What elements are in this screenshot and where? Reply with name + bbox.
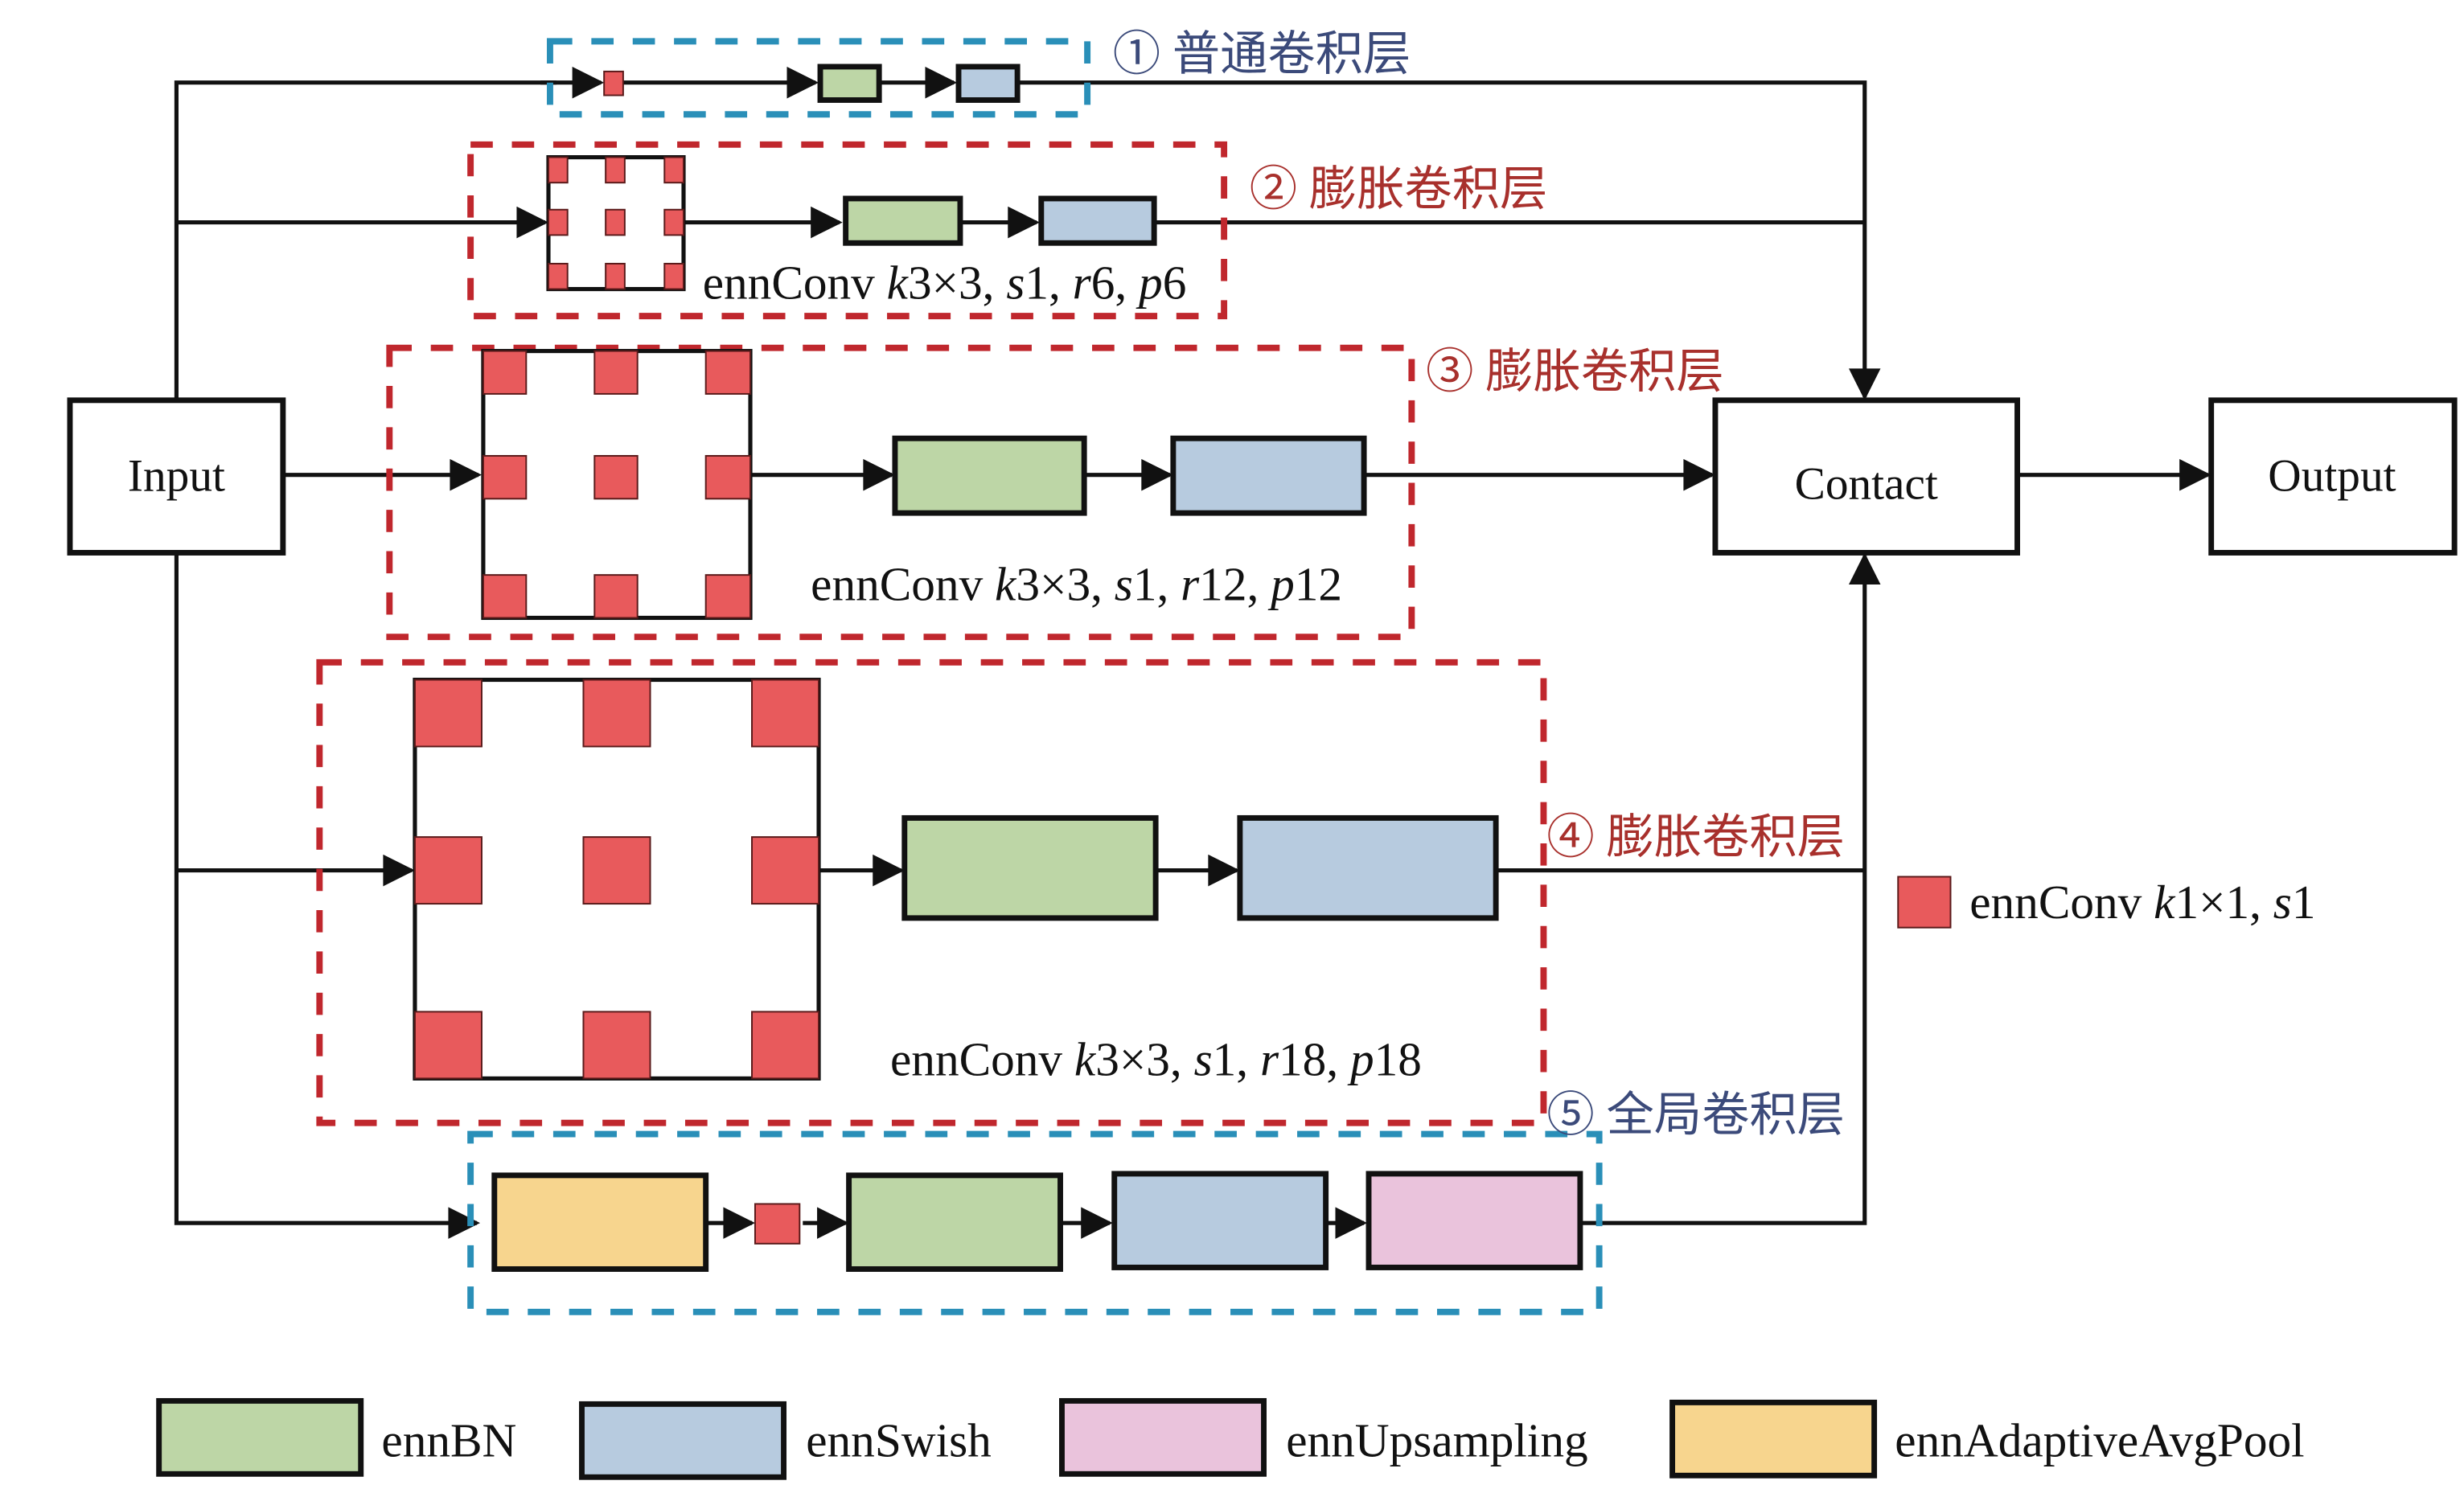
legend-swish-swatch [579,1401,787,1480]
legend-item-avgpool: ennAdaptiveAvgPool [1669,1399,2305,1479]
s5-swish-block [1111,1171,1329,1270]
s3-bn-block [892,435,1087,516]
contact-node: Contact [1712,397,2020,556]
s4-dilated-kernel [413,677,821,1081]
legend-item-upsampling: ennUpsampling [1059,1397,1588,1477]
wire-b1-out [1017,80,1881,400]
s5-avgpool-block [491,1172,709,1272]
section-2-label: ② 膨胀卷积层 [1250,162,1548,215]
section-3-frame [386,344,1415,641]
s2-swish-block [1038,195,1157,246]
s4-conv-params: ennConv k3×3, s1, r18, p18 [890,1032,1422,1085]
wire-input-trunk-down [174,552,480,1239]
section-3-label: ③ 膨胀卷积层 [1426,345,1724,398]
legend-upsampling-swatch [1059,1397,1267,1477]
s3-dilated-kernel [481,349,753,621]
legend-avgpool-label: ennAdaptiveAvgPool [1895,1414,2304,1467]
legend-upsampling-label: ennUpsampling [1286,1414,1587,1467]
legend-avgpool-swatch [1669,1399,1878,1479]
output-node: Output [2208,397,2458,556]
section-4-frame [316,658,1547,1126]
legend-bn-swatch [156,1397,364,1477]
s5-bn-block [846,1172,1063,1272]
s2-conv-params: ennConv k3×3, s1, r6, p6 [703,256,1187,309]
output-label: Output [2268,450,2396,501]
section-1-frame [547,38,1091,118]
legend-conv1x1: ennConv k1×1, s1 [1897,876,2316,929]
s4-swish-block [1237,814,1499,921]
contact-label: Contact [1795,458,1938,509]
connections [174,66,2211,1239]
s1-conv1x1 [603,70,624,96]
legend-item-swish: ennSwish [579,1401,992,1480]
input-node: Input [67,397,286,556]
s4-bn-block [901,814,1159,921]
s5-upsampling-block [1365,1171,1583,1270]
section-4-label: ④ 膨胀卷积层 [1546,810,1845,863]
s3-swish-block [1170,435,1367,516]
legend-conv1x1-swatch [1897,876,1952,929]
section-2-frame [467,141,1228,320]
legend-swish-label: ennSwish [806,1414,992,1467]
s5-conv1x1 [754,1203,801,1245]
bottom-legend: ennBN ennSwish ennUpsampling ennAdaptive… [156,1397,2305,1480]
s3-conv-params: ennConv k3×3, s1, r12, p12 [811,558,1342,611]
s2-dilated-kernel [546,155,686,292]
wire-input-trunk-up [174,80,556,400]
wire-b5-out [1581,552,1881,1225]
s1-swish-block [955,64,1021,103]
s2-bn-block [843,195,963,246]
section-1-label: ① 普通卷积层 [1113,27,1411,80]
legend-bn-label: ennBN [381,1414,516,1467]
legend-item-bn: ennBN [156,1397,516,1477]
legend-conv1x1-label: ennConv k1×1, s1 [1969,876,2315,929]
s1-bn-block [817,64,882,103]
section-5-label: ⑤ 全局卷积层 [1546,1089,1845,1142]
input-label: Input [128,450,225,501]
section-5-frame [467,1130,1603,1315]
